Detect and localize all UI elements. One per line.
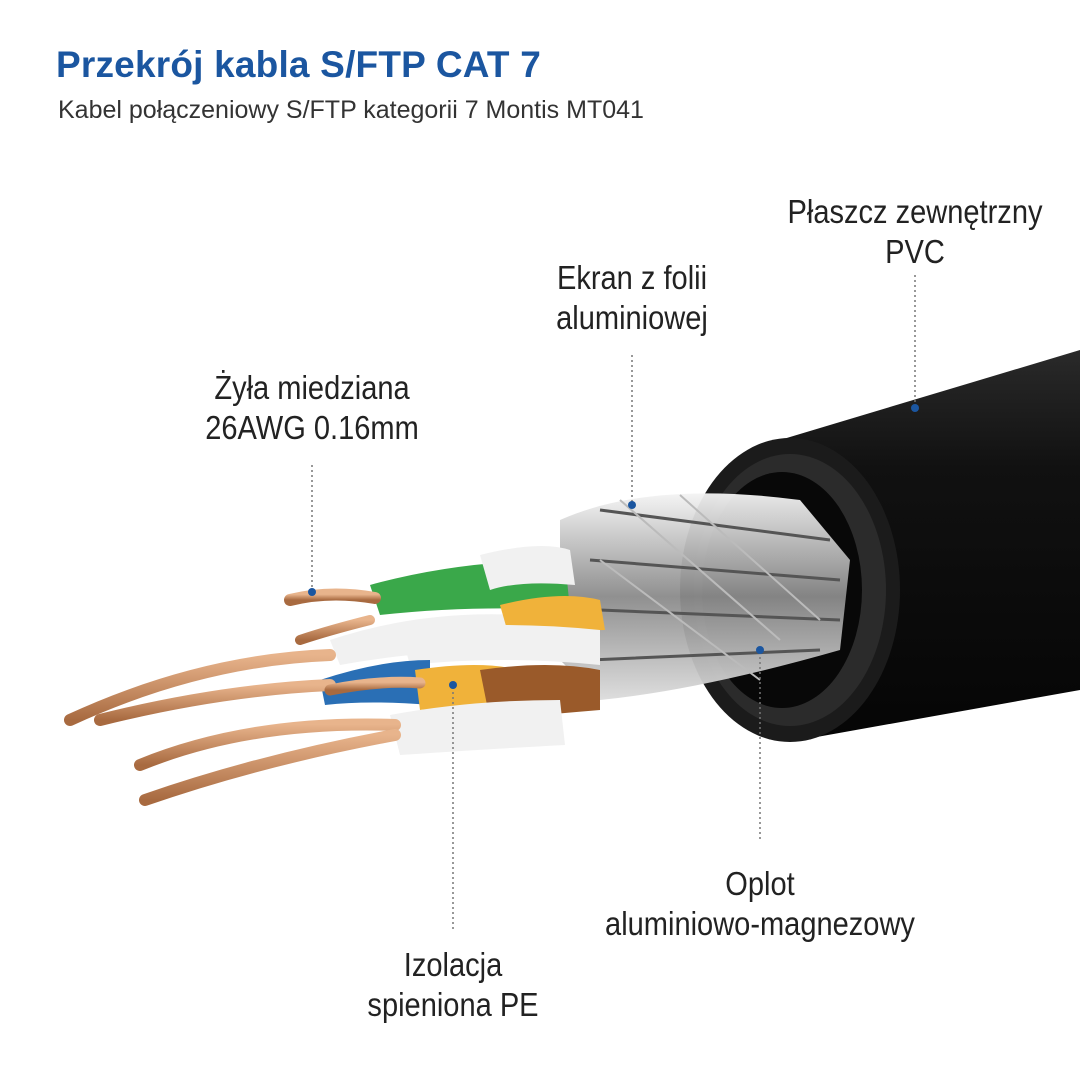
leader-dots	[308, 404, 919, 689]
label-line: aluminiowo-magnezowy	[605, 905, 915, 942]
label-line: aluminiowej	[556, 299, 708, 336]
page-title: Przekrój kabla S/FTP CAT 7	[56, 44, 541, 85]
twisted-pairs	[320, 546, 605, 755]
label-line: Izolacja	[403, 946, 503, 983]
label-line: Płaszcz zewnętrzny	[787, 193, 1043, 230]
leader-lines	[311, 275, 916, 932]
label-braid: Oplot aluminiowo-magnezowy	[602, 864, 919, 944]
label-insulation: Izolacja spieniona PE	[339, 945, 568, 1025]
label-copper-conductor: Żyła miedziana 26AWG 0.16mm	[189, 368, 435, 448]
braid-and-foil-shield	[560, 493, 850, 700]
label-line: 26AWG 0.16mm	[205, 409, 419, 446]
label-line: Żyła miedziana	[214, 369, 410, 406]
page-subtitle: Kabel połączeniowy S/FTP kategorii 7 Mon…	[58, 96, 644, 124]
label-line: spieniona PE	[367, 986, 539, 1023]
label-line: Oplot	[725, 865, 795, 902]
label-foil-shield: Ekran z folii aluminiowej	[518, 258, 747, 338]
label-line: Ekran z folii	[556, 259, 708, 296]
copper-conductors	[64, 588, 426, 806]
label-outer-jacket: Płaszcz zewnętrzny PVC	[783, 192, 1047, 272]
label-line: PVC	[885, 233, 945, 270]
